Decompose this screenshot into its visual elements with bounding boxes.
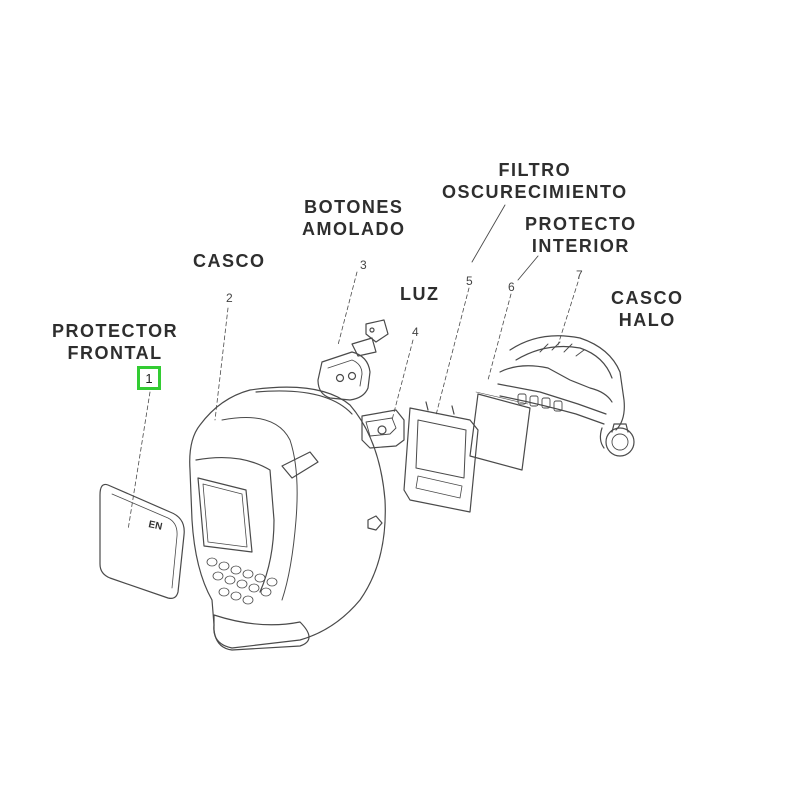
svg-text:EN: EN bbox=[147, 519, 163, 533]
light-module bbox=[361, 409, 405, 449]
label-protector-frontal: PROTECTOR FRONTAL bbox=[52, 321, 179, 363]
label-filtro-oscurecimiento: FILTRO OSCURECIMIENTO bbox=[442, 160, 628, 202]
part-number-7: 7 bbox=[576, 268, 583, 282]
label-luz: LUZ bbox=[400, 284, 440, 304]
leader-line-7 bbox=[557, 281, 579, 346]
pointer-protecto bbox=[517, 255, 539, 281]
leader-line-3 bbox=[337, 271, 358, 346]
leader-line-2 bbox=[214, 307, 229, 421]
pointer-filtro bbox=[471, 204, 506, 263]
leader-line-1 bbox=[127, 391, 151, 531]
label-casco: CASCO bbox=[193, 251, 266, 271]
part-number-1: 1 bbox=[145, 370, 153, 386]
part-number-3: 3 bbox=[360, 258, 367, 272]
part-number-2: 2 bbox=[226, 291, 233, 305]
leader-line-4 bbox=[391, 339, 414, 421]
label-casco-halo: CASCO HALO bbox=[611, 288, 684, 330]
part-number-4: 4 bbox=[412, 325, 419, 339]
head-harness bbox=[497, 335, 635, 457]
front-protector-plate: EN bbox=[99, 483, 185, 599]
leader-line-5 bbox=[435, 287, 470, 416]
inner-protective-lens bbox=[469, 391, 531, 471]
part-number-1-highlight[interactable]: 1 bbox=[137, 366, 161, 390]
grinding-buttons bbox=[317, 319, 389, 401]
helmet-shell bbox=[189, 386, 386, 651]
label-botones-amolado: BOTONES AMOLADO bbox=[302, 197, 406, 239]
leader-lines bbox=[127, 271, 579, 531]
part-number-5: 5 bbox=[466, 274, 473, 288]
label-protecto-interior: PROTECTO INTERIOR bbox=[525, 214, 637, 256]
part-number-6: 6 bbox=[508, 280, 515, 294]
darkening-filter-cartridge bbox=[403, 401, 479, 513]
leader-line-6 bbox=[487, 293, 512, 381]
